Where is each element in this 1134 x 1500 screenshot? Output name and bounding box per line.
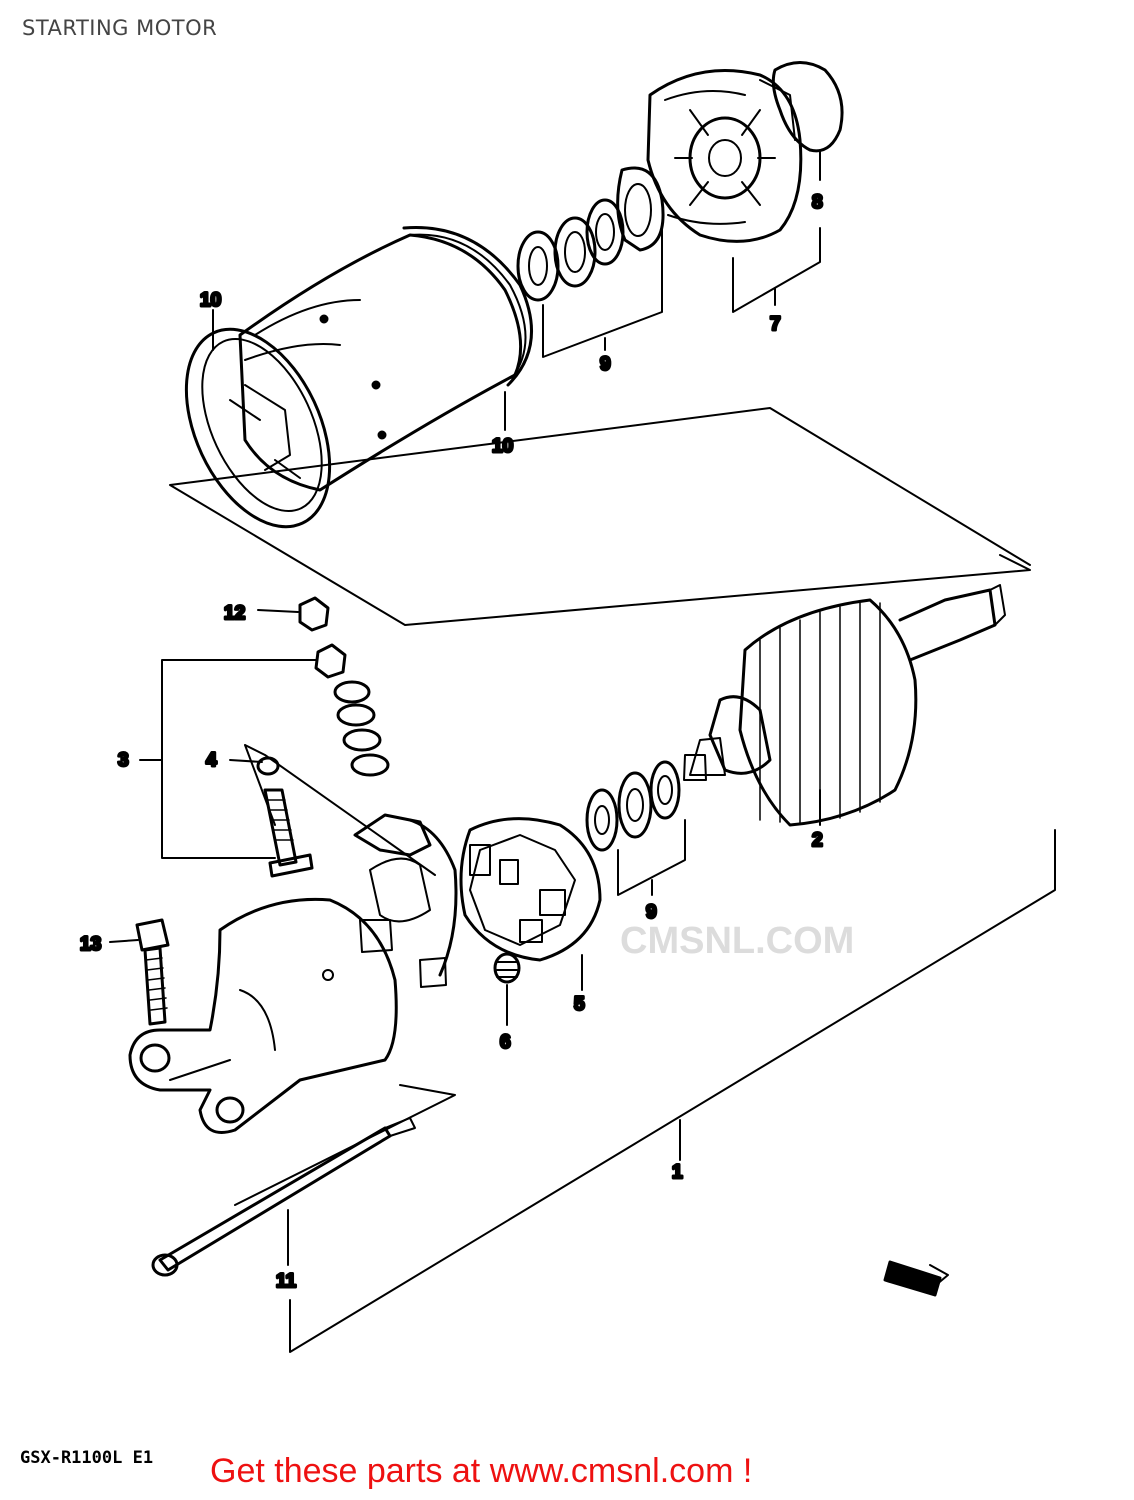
model-code: GSX-R1100L E1	[20, 1448, 154, 1468]
motor-yoke-housing	[238, 225, 533, 492]
callout-1: 1	[672, 1162, 683, 1183]
callout-7: 7	[770, 314, 781, 335]
terminal-insulator-4	[256, 756, 280, 776]
yoke-o-ring-front	[184, 327, 332, 529]
washer-stack-top	[516, 166, 665, 302]
washer-stack-lower	[585, 760, 681, 852]
callout-12: 12	[224, 603, 245, 624]
page-title: STARTING MOTOR	[22, 16, 218, 40]
callout-8: 8	[812, 192, 823, 213]
leader-13	[109, 939, 139, 943]
callout-9-lower: 9	[646, 902, 657, 923]
callout-11: 11	[276, 1271, 297, 1292]
terminal-bolt	[263, 788, 314, 878]
callout-13: 13	[80, 934, 101, 955]
through-bolt	[151, 1117, 416, 1277]
callout-10-bottom: 10	[492, 436, 513, 457]
direction-tag	[883, 1260, 949, 1297]
callout-bracket-7-8	[732, 149, 821, 313]
watermark: CMSNL.COM	[620, 920, 855, 962]
callout-bracket-3	[139, 659, 317, 859]
callout-bracket-9-top	[542, 224, 663, 358]
callout-9-top: 9	[600, 354, 611, 375]
callout-10-top: 10	[200, 290, 221, 311]
terminal-nut-12	[298, 596, 330, 632]
brush-holder-assembly	[359, 817, 602, 988]
leader-4	[229, 759, 263, 763]
callout-3: 3	[118, 750, 129, 771]
callout-4: 4	[206, 750, 217, 771]
assembly-boundary-top	[169, 407, 1031, 626]
callout-5: 5	[574, 994, 585, 1015]
brush-spring	[493, 952, 521, 984]
dashdot-line-terminal	[244, 744, 436, 876]
terminal-parts-stack	[314, 643, 432, 857]
rear-end-cover	[646, 69, 803, 243]
parts-link[interactable]: Get these parts at www.cmsnl.com !	[210, 1452, 753, 1490]
leader-12	[257, 609, 299, 613]
armature	[683, 584, 1006, 827]
mounting-bolt-13	[135, 918, 170, 1026]
front-end-cover	[128, 897, 398, 1134]
callout-bracket-9-lower	[617, 819, 686, 896]
callout-bracket-1	[234, 829, 1056, 1353]
callout-6: 6	[500, 1032, 511, 1053]
callout-2: 2	[812, 830, 823, 851]
o-ring	[771, 61, 844, 153]
